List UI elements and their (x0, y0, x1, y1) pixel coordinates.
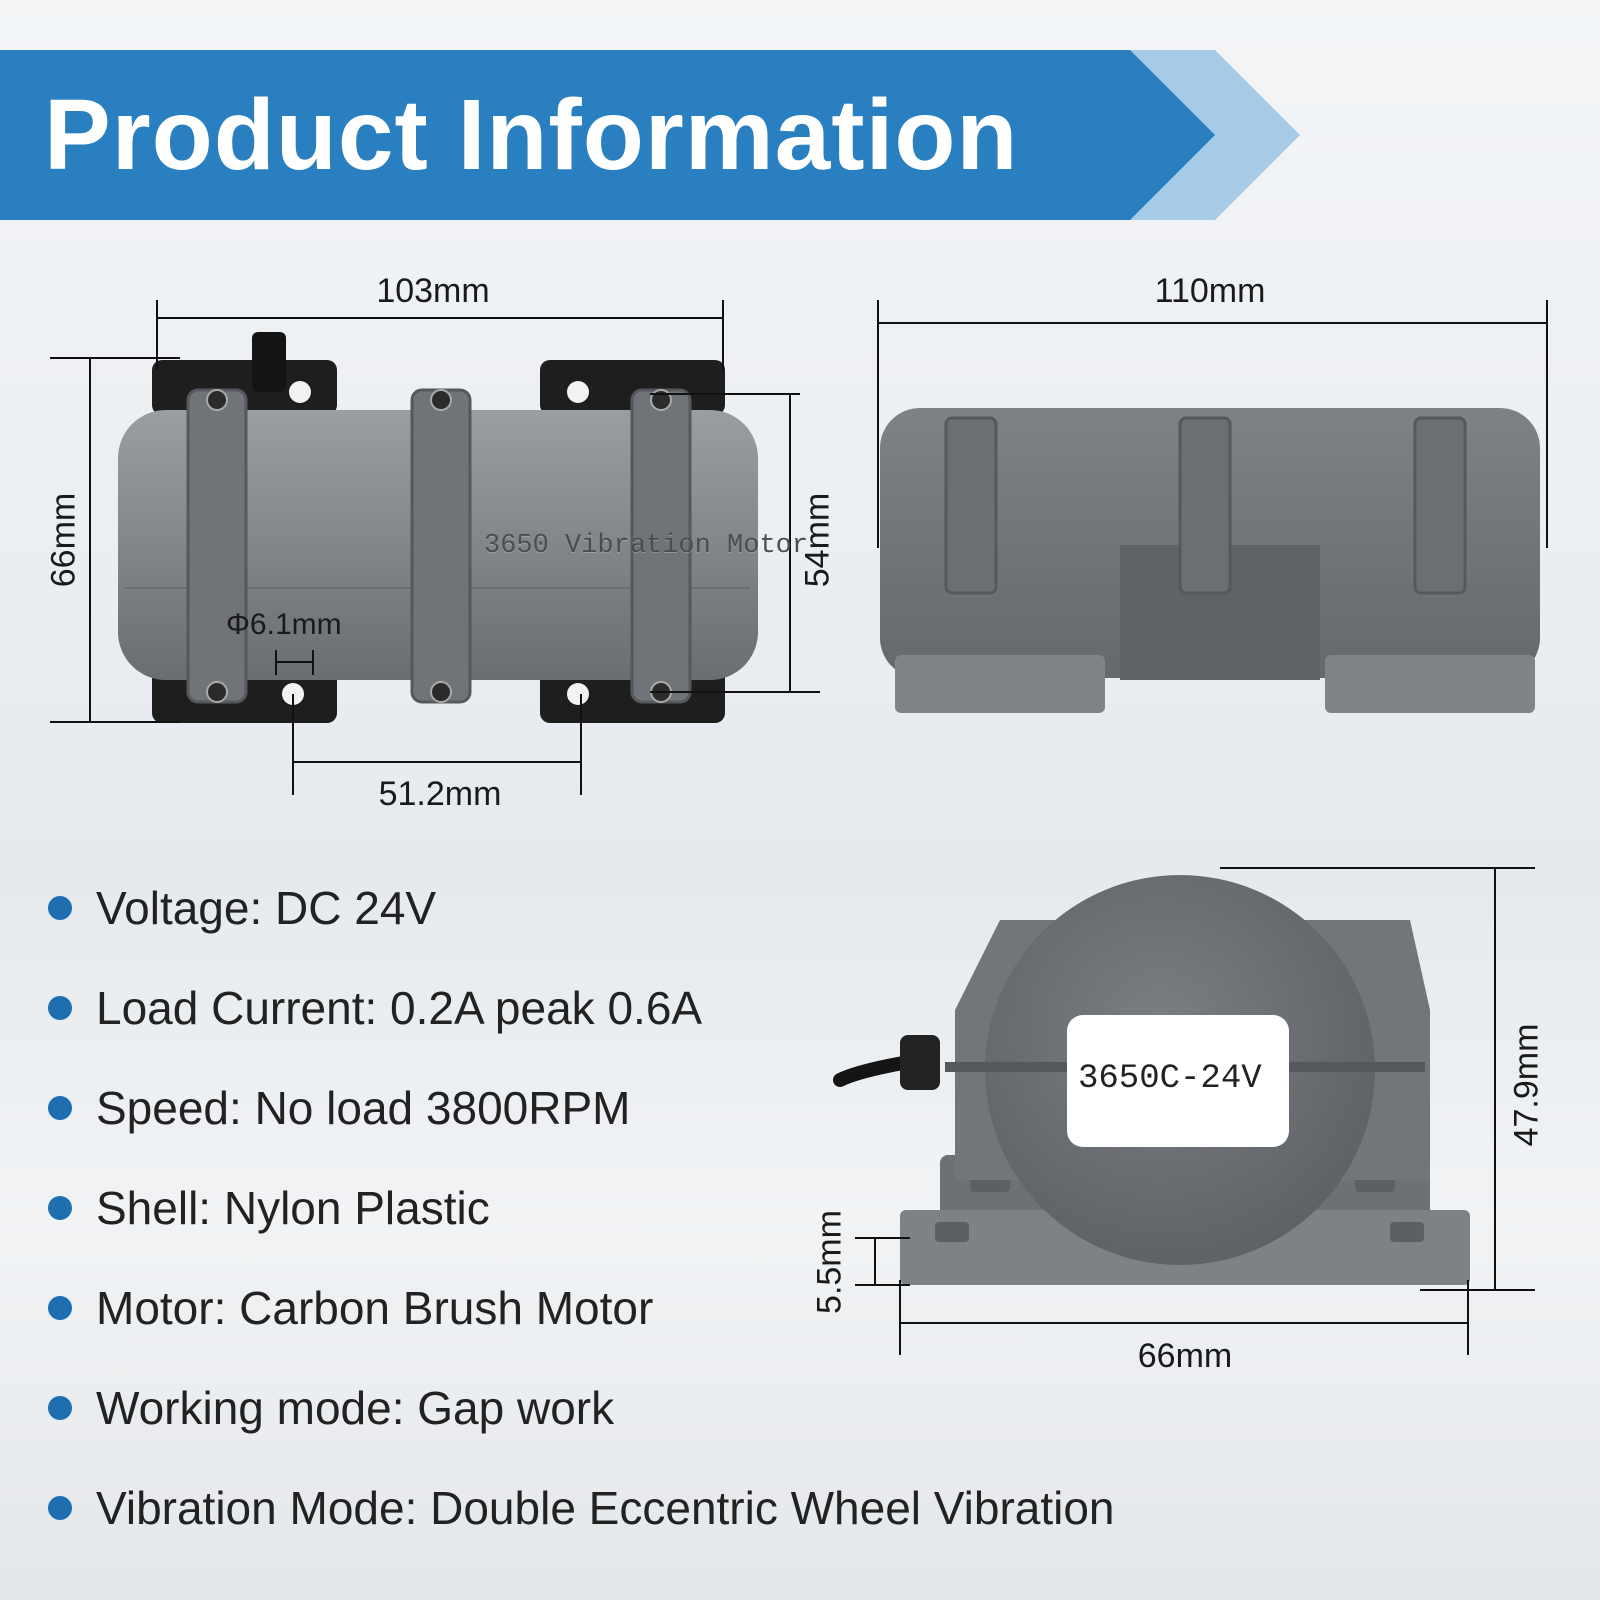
strap-bottom (1178, 416, 1232, 595)
spec-list: Voltage: DC 24V Load Current: 0.2A peak … (48, 858, 1115, 1558)
bullet-icon (48, 1196, 72, 1220)
bullet-icon (48, 896, 72, 920)
cable-gland (252, 332, 286, 392)
mount-hole (289, 381, 311, 403)
dim-side-inner-height: 54mm (798, 492, 837, 588)
spec-text: Load Current: 0.2A peak 0.6A (96, 982, 703, 1034)
strap-bottom (1413, 416, 1467, 595)
dim-hole-spacing: 51.2mm (378, 775, 502, 813)
bottom-view-motor (877, 300, 1548, 713)
strap-middle (410, 388, 472, 704)
spec-item-vibration-mode: Vibration Mode: Double Eccentric Wheel V… (48, 1458, 1115, 1558)
bullet-icon (48, 1396, 72, 1420)
spec-item-working-mode: Working mode: Gap work (48, 1358, 1115, 1458)
screw-icon (430, 681, 452, 703)
end-view-motor (833, 867, 1535, 1355)
banner-shape (0, 50, 1300, 220)
spec-text: Speed: No load 3800RPM (96, 1082, 631, 1134)
motor-engraving: 3650 Vibration Motor (484, 531, 809, 561)
model-label: 3650C-24V (1078, 1060, 1262, 1098)
spec-item-voltage: Voltage: DC 24V (48, 858, 1115, 958)
spec-text: Vibration Mode: Double Eccentric Wheel V… (96, 1482, 1115, 1534)
dim-end-height: 47.9mm (1507, 1023, 1546, 1147)
base-foot-right (1325, 655, 1535, 713)
spec-text: Voltage: DC 24V (96, 882, 437, 934)
side-view-motor (50, 300, 820, 795)
header-banner: Product Information (0, 0, 1600, 240)
bullet-icon (48, 996, 72, 1020)
model-label-background (1067, 1015, 1289, 1147)
strap-bottom (944, 416, 998, 595)
bullet-icon (48, 1096, 72, 1120)
dim-end-width: 66mm (1137, 1337, 1233, 1375)
spec-text: Shell: Nylon Plastic (96, 1182, 490, 1234)
bullet-icon (48, 1496, 72, 1520)
dim-side-length: 103mm (376, 272, 490, 310)
dim-bottom-length: 110mm (1154, 272, 1266, 310)
mount-hole (567, 381, 589, 403)
spec-item-motor: Motor: Carbon Brush Motor (48, 1258, 1115, 1358)
page-title: Product Information (44, 79, 1019, 191)
spec-text: Motor: Carbon Brush Motor (96, 1282, 654, 1334)
base-foot-left (895, 655, 1105, 713)
screw-icon (206, 681, 228, 703)
cable-gland-end (900, 1035, 940, 1090)
bullet-icon (48, 1296, 72, 1320)
spec-item-speed: Speed: No load 3800RPM (48, 1058, 1115, 1158)
spec-text: Working mode: Gap work (96, 1382, 615, 1434)
strap-left (186, 388, 248, 704)
screw-icon (430, 389, 452, 411)
banner-background (0, 50, 1215, 220)
spec-item-load-current: Load Current: 0.2A peak 0.6A (48, 958, 1115, 1058)
spec-item-shell: Shell: Nylon Plastic (48, 1158, 1115, 1258)
dim-side-height: 66mm (44, 492, 83, 588)
screw-icon (206, 389, 228, 411)
mount-hole (567, 683, 589, 705)
dim-hole-diameter: Φ6.1mm (226, 608, 342, 641)
